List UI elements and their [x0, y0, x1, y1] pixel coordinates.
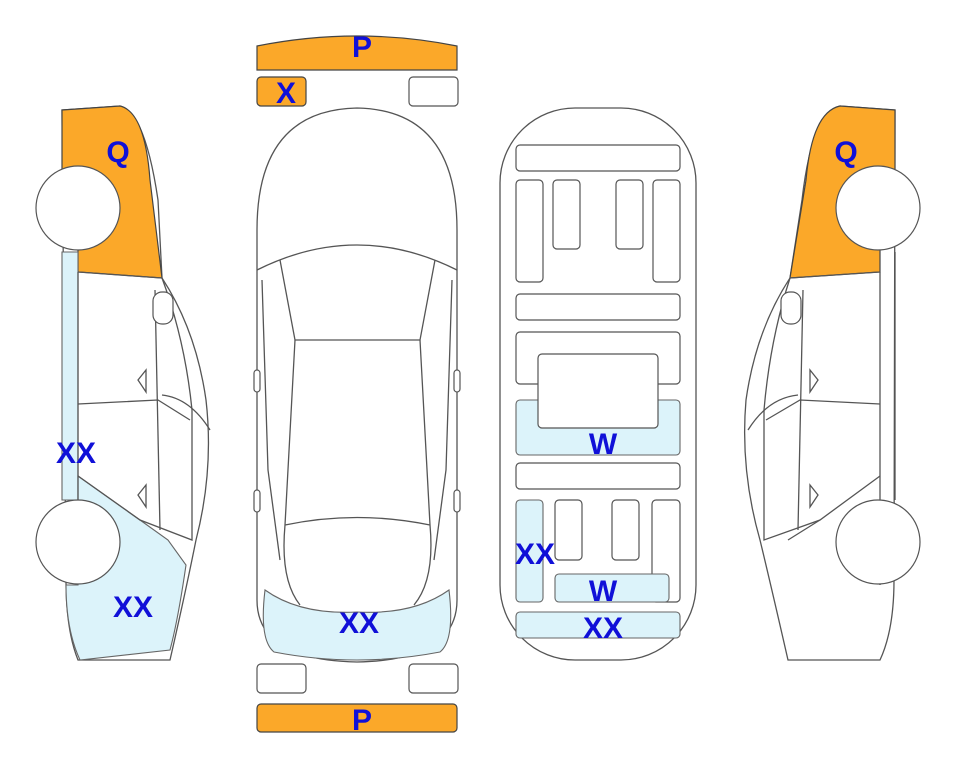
hood[interactable] — [262, 589, 452, 661]
left-front-fender-code: XX — [113, 591, 153, 624]
left-rear-wheel — [35, 165, 121, 251]
floor-front-crossmember-code: XX — [583, 612, 623, 645]
underbody-outline — [499, 107, 697, 661]
floor-front-left-code: XX — [515, 538, 555, 571]
floor-center-code: W — [589, 428, 618, 461]
rear-bumper[interactable] — [256, 35, 458, 71]
underbody-view — [499, 107, 697, 661]
hood-code: XX — [339, 607, 379, 640]
top-view — [253, 35, 461, 733]
right-rear-quarter-code: Q — [834, 136, 857, 169]
rear-left-lamp-code: X — [276, 77, 296, 110]
floor-front-left-panel[interactable] — [515, 499, 544, 603]
right-side-view — [743, 105, 921, 661]
floor-front-crossmember[interactable] — [515, 611, 681, 639]
rear-bumper-code: P — [352, 31, 372, 64]
rear-right-lamp[interactable] — [408, 76, 459, 107]
front-bumper-code: P — [352, 704, 372, 737]
front-bumper[interactable] — [256, 703, 458, 733]
front-left-lamp[interactable] — [256, 663, 307, 694]
rear-left-lamp[interactable] — [256, 76, 307, 107]
floor-front-center-code: W — [589, 575, 618, 608]
left-side-view — [35, 105, 211, 661]
right-rear-wheel — [835, 165, 921, 251]
floor-front-center-panel[interactable] — [554, 573, 670, 603]
left-side-body-outline — [61, 105, 210, 661]
left-rear-quarter-code: Q — [106, 136, 129, 169]
left-rocker-code: XX — [56, 437, 96, 470]
left-front-wheel — [35, 499, 121, 585]
front-right-lamp[interactable] — [408, 663, 459, 694]
right-side-body-outline — [743, 105, 896, 661]
right-front-wheel — [835, 499, 921, 585]
